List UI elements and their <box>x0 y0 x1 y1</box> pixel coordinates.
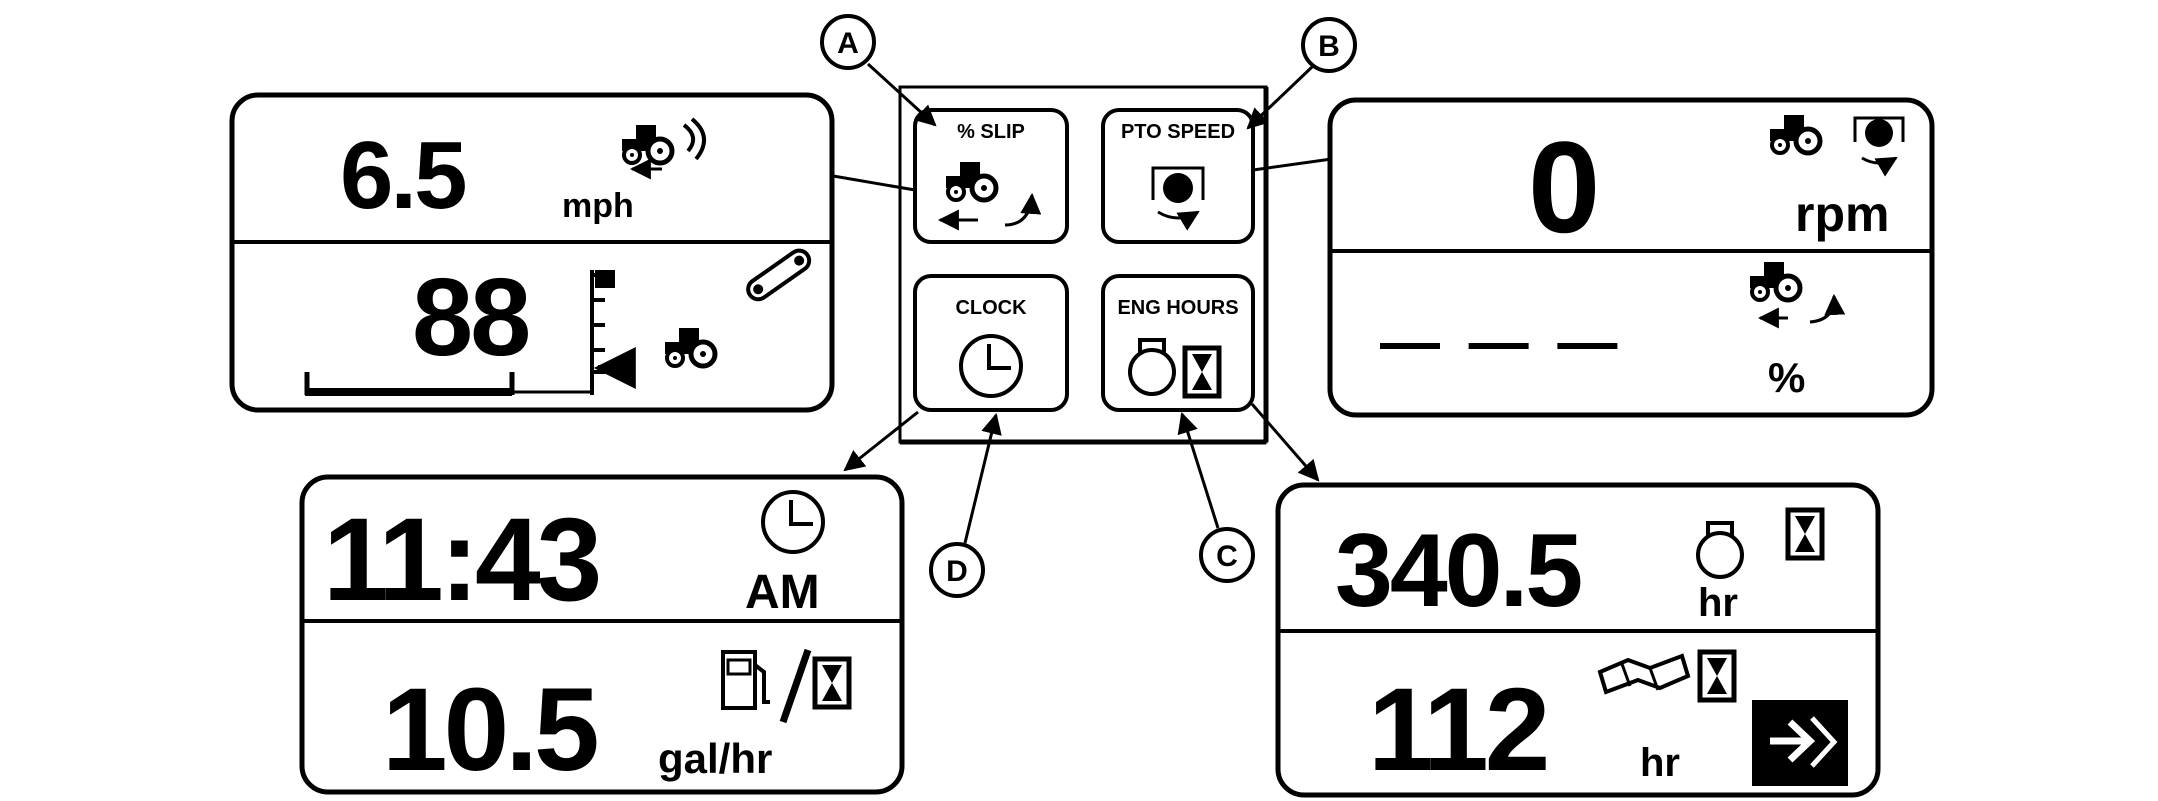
trip-hours-hourglass-icon <box>1700 652 1734 700</box>
pto-status-icon <box>1853 116 1905 177</box>
engine-hours-unit: hr <box>1698 581 1738 625</box>
callout-b: B <box>1246 17 1357 130</box>
pto-icon <box>1151 166 1205 231</box>
engine-hours-value: 340.5 <box>1335 513 1580 629</box>
pto-speed-unit: rpm <box>1795 186 1889 242</box>
rotate-arrow-icon <box>1004 192 1042 227</box>
fuel-pump-icon <box>721 650 770 710</box>
svg-text:D: D <box>946 555 968 588</box>
pto-display: 0 rpm — — — % <box>1327 97 1935 418</box>
clock-time-value: 11:43 <box>323 494 599 626</box>
enter-icon <box>1752 700 1848 786</box>
hitch-scale-icon <box>590 270 636 395</box>
arrow-eng-to-display <box>1250 403 1320 482</box>
clock-button[interactable]: CLOCK <box>913 274 1069 412</box>
pto-slip-value: — — — <box>1380 308 1623 375</box>
map-icon <box>1597 653 1691 695</box>
implement-position-value: 88 <box>412 256 528 379</box>
pto-speed-value: 0 <box>1528 114 1600 260</box>
eng-hours-button-label: ENG HOURS <box>1117 297 1238 319</box>
arrow-clock-to-display <box>843 410 919 472</box>
clock-display-icon <box>761 490 825 554</box>
fuel-rate-value: 10.5 <box>382 664 597 796</box>
engine-hours-hourglass-icon <box>1788 510 1822 558</box>
fuel-hourglass-icon <box>815 659 849 707</box>
clock-icon <box>959 334 1023 398</box>
clock-button-label: CLOCK <box>955 297 1027 319</box>
svg-text:A: A <box>837 27 859 60</box>
pto-speed-button[interactable]: PTO SPEED <box>1101 108 1255 244</box>
fuel-rate-unit: gal/hr <box>658 735 772 782</box>
clock-ampm: AM <box>745 566 820 619</box>
ground-speed-value: 6.5 <box>340 122 465 229</box>
ground-speed-unit: mph <box>562 187 634 225</box>
trip-hours-value: 112 <box>1368 664 1546 796</box>
svg-text:B: B <box>1318 30 1340 63</box>
position-bar <box>304 372 592 396</box>
callout-c: C <box>1177 411 1255 583</box>
svg-text:C: C <box>1216 540 1238 573</box>
radar-tractor-icon <box>622 117 706 180</box>
hitch-lever-icon <box>746 248 812 302</box>
slip-button-label: % SLIP <box>957 121 1025 143</box>
pto-slip-unit: % <box>1768 354 1805 401</box>
hours-display: 340.5 hr 112 hr <box>1275 482 1881 798</box>
hourglass-icon <box>1185 348 1219 396</box>
callout-a: A <box>820 14 937 127</box>
slip-tractor-icon <box>1750 262 1846 329</box>
callout-d: D <box>929 412 1002 598</box>
per-slash <box>779 648 812 724</box>
pto-speed-button-label: PTO SPEED <box>1121 121 1235 143</box>
trip-hours-unit: hr <box>1640 741 1680 785</box>
slip-button[interactable]: % SLIP <box>913 108 1069 244</box>
clock-display: 11:43 AM 10.5 gal/hr <box>299 474 905 796</box>
speed-display: 6.5 mph 88 <box>229 92 835 413</box>
eng-hours-button[interactable]: ENG HOURS <box>1101 274 1255 412</box>
